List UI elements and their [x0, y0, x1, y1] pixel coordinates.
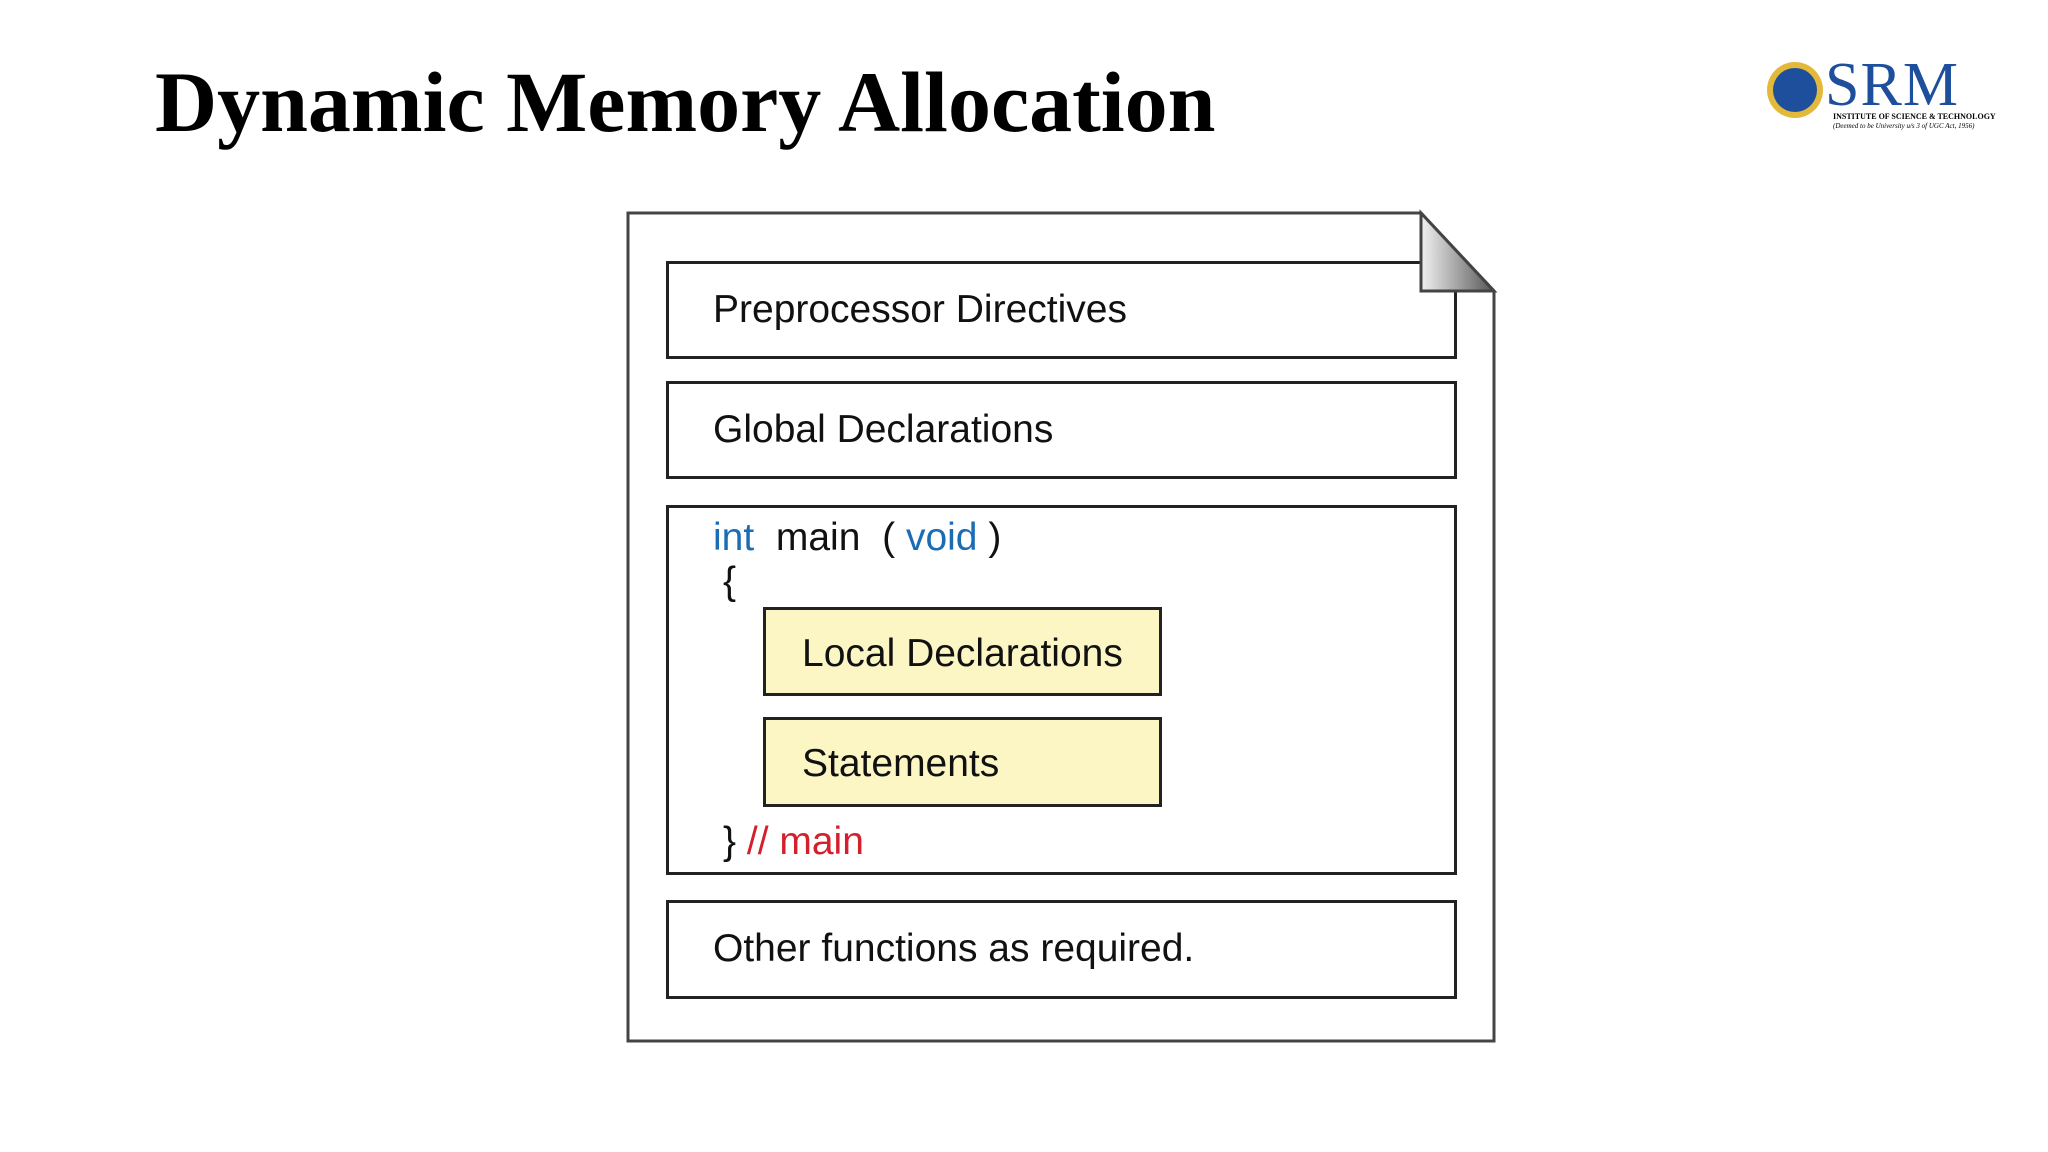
main-signature: int main ( void )	[713, 516, 1002, 559]
other-functions-section: Other functions as required.	[666, 900, 1457, 999]
local-declarations-box: Local Declarations	[763, 607, 1162, 696]
srm-logo: SRM INSTITUTE OF SCIENCE & TECHNOLOGY (D…	[1767, 51, 1996, 132]
preprocessor-section: Preprocessor Directives	[666, 261, 1457, 359]
global-section: Global Declarations	[666, 381, 1457, 479]
logo-name: SRM	[1825, 51, 1959, 119]
logo-tagline: (Deemed to be University u/s 3 of UGC Ac…	[1833, 122, 1975, 130]
other-label: Other functions as required.	[713, 927, 1195, 970]
preprocessor-label: Preprocessor Directives	[713, 288, 1127, 331]
slide-title: Dynamic Memory Allocation	[155, 54, 1216, 150]
local-label: Local Declarations	[802, 632, 1123, 675]
logo-subtitle: INSTITUTE OF SCIENCE & TECHNOLOGY	[1833, 112, 1996, 121]
global-label: Global Declarations	[713, 408, 1054, 451]
open-brace: {	[723, 560, 737, 603]
closing-line: } // main	[723, 820, 864, 863]
statements-box: Statements	[763, 717, 1162, 807]
statements-label: Statements	[802, 742, 1000, 785]
seal-icon	[1767, 62, 1823, 118]
